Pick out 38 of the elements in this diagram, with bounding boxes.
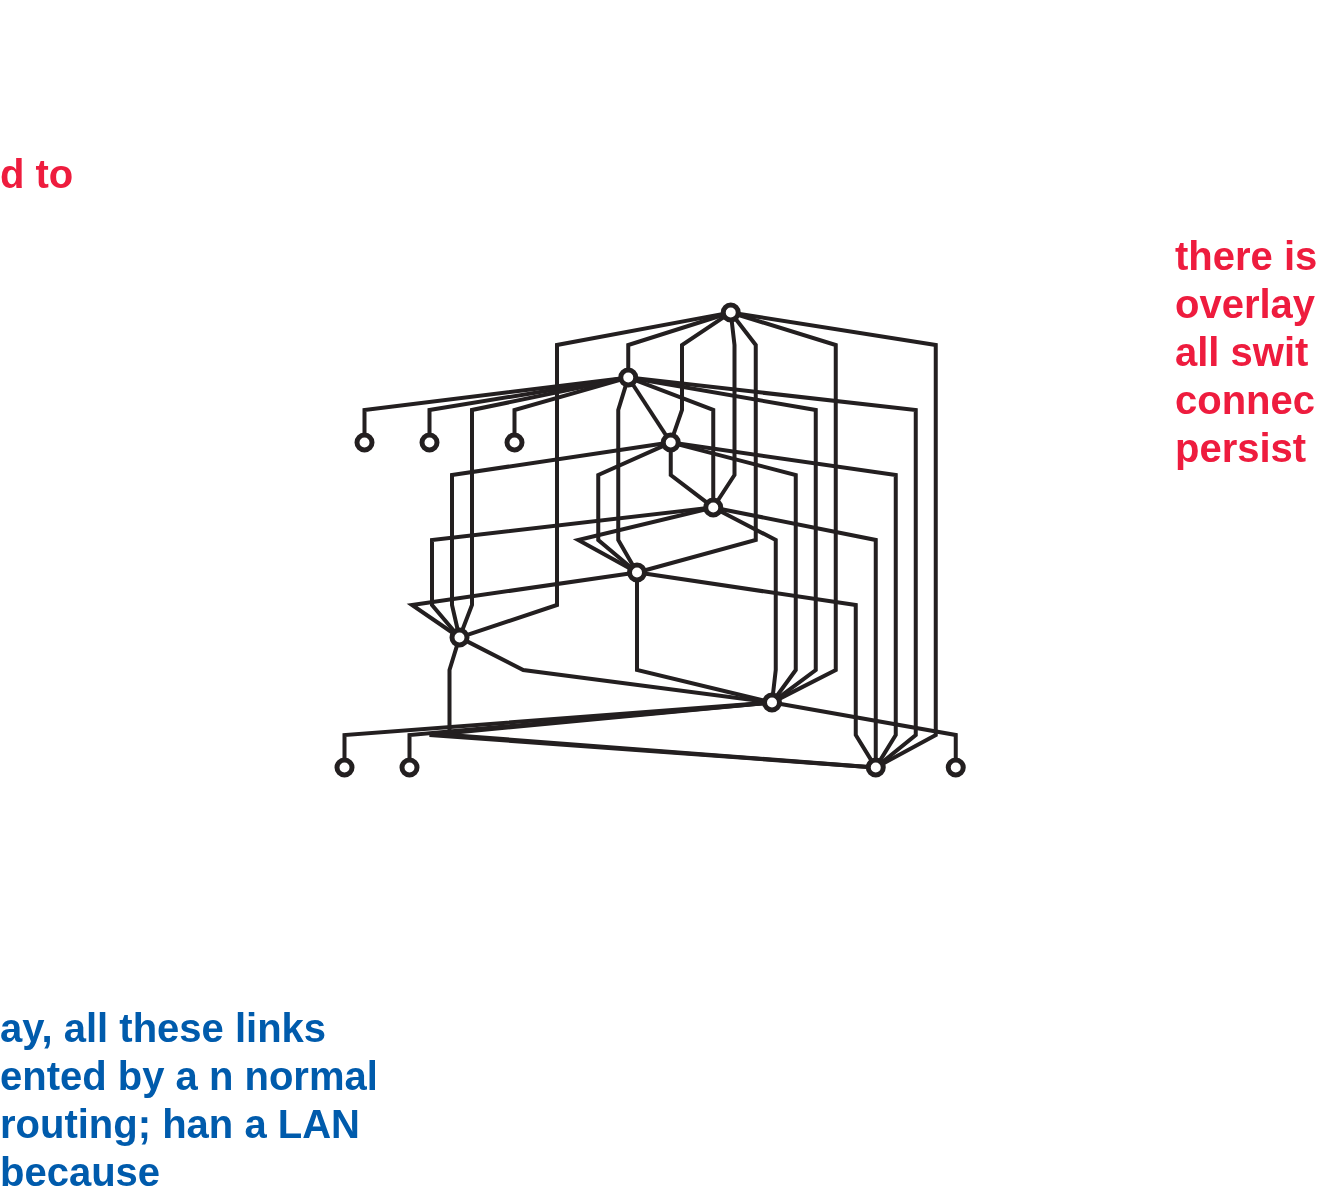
connector	[362, 376, 621, 435]
connector	[718, 509, 778, 696]
connector	[677, 441, 898, 763]
connector	[342, 701, 765, 760]
node-circle	[419, 432, 440, 453]
node-circle	[334, 757, 355, 778]
node-circle	[354, 432, 375, 453]
connector	[630, 382, 669, 438]
connector	[668, 450, 709, 505]
node-circle	[618, 367, 639, 388]
connector	[634, 378, 716, 500]
note-text: there is overlay all swit connec persist	[1175, 233, 1319, 472]
node-circle	[945, 757, 966, 778]
node-circle	[660, 432, 681, 453]
connector	[449, 441, 664, 631]
note-text: d to	[0, 151, 75, 198]
connector	[407, 701, 765, 760]
node-circle	[720, 302, 741, 323]
connector	[644, 571, 874, 763]
node-circle	[626, 562, 647, 583]
connector	[465, 311, 724, 638]
connector	[643, 317, 758, 573]
connector	[616, 384, 635, 567]
connector	[715, 319, 737, 503]
connector	[778, 701, 958, 760]
connector	[720, 507, 878, 760]
connector	[671, 315, 726, 437]
note-text: ay, all these links ented by a n normal routing; han a LAN because	[0, 1005, 379, 1191]
connector	[460, 377, 622, 632]
node-circle	[703, 497, 724, 518]
node-circle	[865, 757, 886, 778]
connector	[406, 571, 630, 635]
connector	[635, 376, 918, 765]
node-circle	[399, 757, 420, 778]
connector	[737, 311, 938, 766]
node-circle	[504, 432, 525, 453]
node-circle	[761, 692, 782, 713]
node-circle	[449, 627, 470, 648]
